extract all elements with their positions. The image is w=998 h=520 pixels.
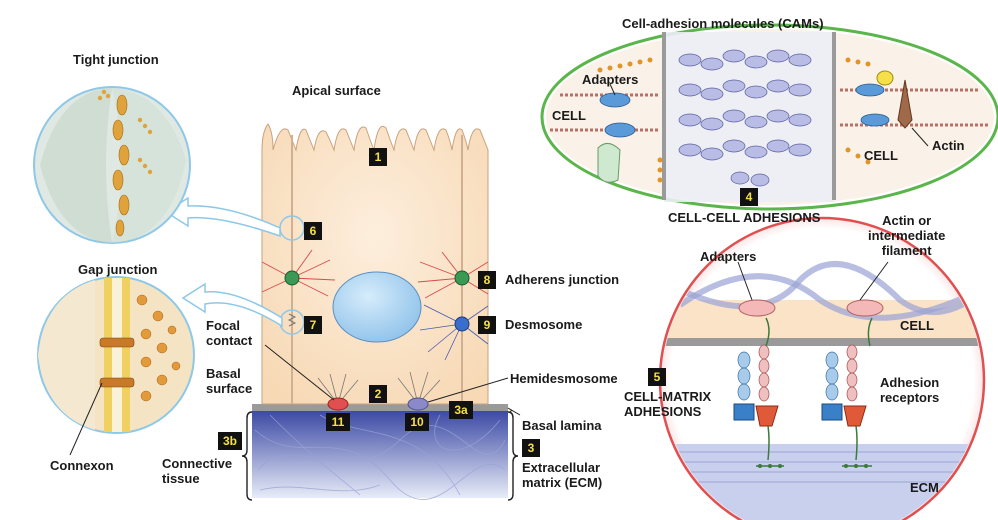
badge-3: 3 (522, 439, 540, 457)
gap-junction-zoom (37, 276, 195, 456)
basal-surface-label: Basal surface (206, 366, 253, 396)
hemidesmosome (407, 397, 429, 411)
badge-8: 8 (478, 271, 496, 289)
badge-11: 11 (326, 413, 350, 431)
connexon-label: Connexon (50, 458, 114, 473)
adapters-top-label: Adapters (582, 72, 639, 87)
nucleus (332, 271, 422, 343)
cell-cell-adhesions-label: CELL-CELL ADHESIONS (668, 210, 821, 225)
apical-surface-label: Apical surface (292, 83, 381, 98)
focal-contact (327, 397, 349, 411)
badge-5: 5 (648, 368, 666, 386)
actin-or-filament-label: Actin or intermediate filament (868, 213, 946, 258)
basal-lamina-label: Basal lamina (522, 418, 602, 433)
epithelial-cells (261, 123, 489, 405)
badge-3b: 3b (218, 432, 242, 450)
desmosome-label: Desmosome (505, 317, 583, 332)
badge-9: 9 (478, 316, 496, 334)
cams-label: Cell-adhesion molecules (CAMs) (622, 16, 824, 31)
focal-contact-label: Focal contact (206, 318, 253, 348)
badge-7: 7 (304, 316, 322, 334)
tight-junction-zoom (33, 86, 191, 244)
badge-1: 1 (369, 148, 387, 166)
cell-cell-oval (540, 23, 998, 211)
adherens-junction-right (454, 270, 470, 286)
cell-bottom-label: CELL (900, 318, 934, 333)
connective-tissue-label: Connective tissue (162, 456, 233, 486)
actin-label: Actin (932, 138, 965, 153)
arrow-to-tight-junction (164, 196, 281, 238)
arrow-to-gap-junction (181, 282, 283, 328)
tight-junction-title: Tight junction (73, 52, 159, 67)
badge-4: 4 (740, 188, 758, 206)
badge-2: 2 (369, 385, 387, 403)
adherens-junction-left (284, 270, 300, 286)
adapters-bottom-label: Adapters (700, 249, 757, 264)
adherens-junction-label: Adherens junction (505, 272, 620, 287)
ecm-short-label: ECM (910, 480, 939, 495)
basal-lamina (252, 404, 508, 411)
badge-6: 6 (304, 222, 322, 240)
adhesion-receptors-label: Adhesion receptors (880, 375, 940, 405)
cell-right-label: CELL (864, 148, 898, 163)
cell-left-label: CELL (552, 108, 586, 123)
epithelium (164, 123, 906, 501)
gap-junction-title: Gap junction (78, 262, 158, 277)
badge-10: 10 (405, 413, 429, 431)
desmosome (454, 316, 470, 332)
ecm-label: Extracellular matrix (ECM) (522, 460, 603, 490)
cell-matrix-adhesions-label: CELL-MATRIX ADHESIONS (624, 389, 712, 419)
hemidesmosome-label: Hemidesmosome (510, 371, 618, 386)
badge-3a: 3a (449, 401, 473, 419)
